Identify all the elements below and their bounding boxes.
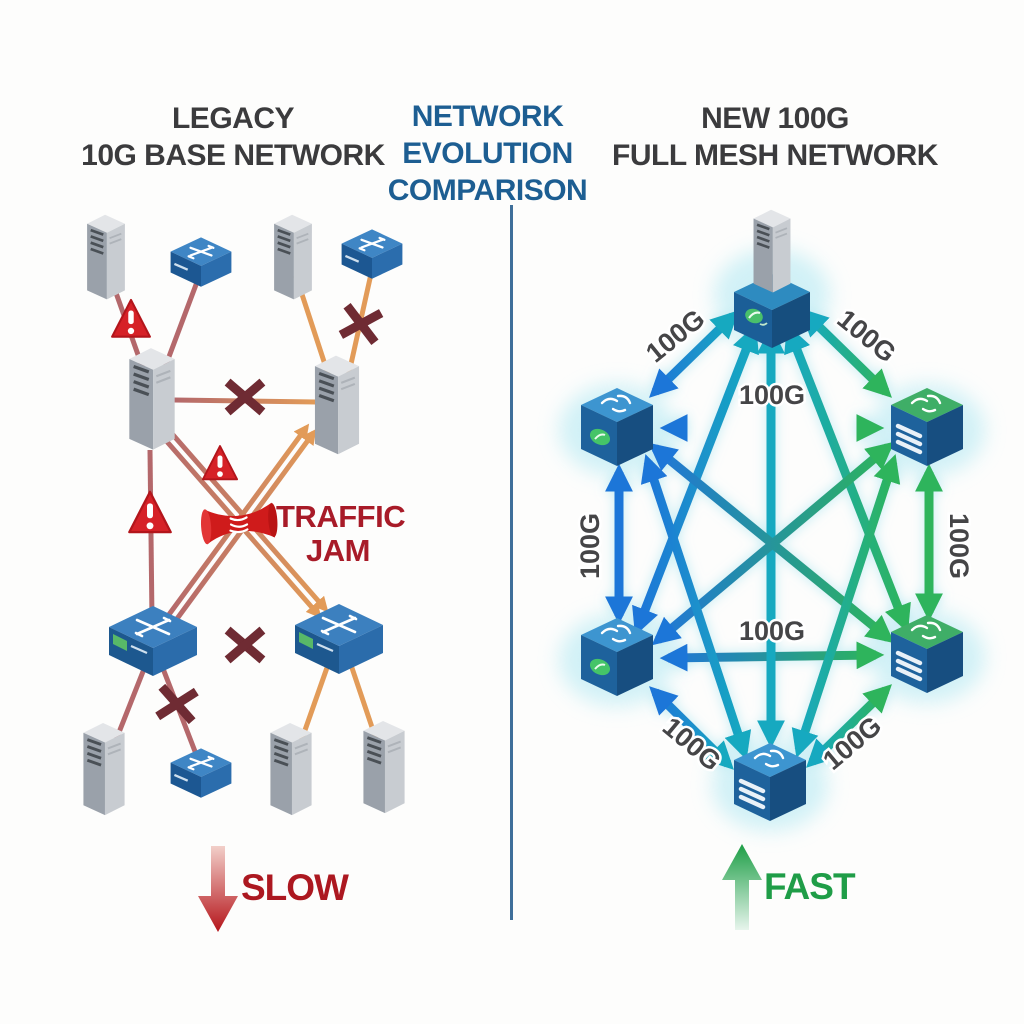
link-speed-label: 100G <box>575 513 605 579</box>
server-node <box>313 354 361 456</box>
server-node <box>272 213 314 301</box>
legacy-title-line1: LEGACY <box>171 102 295 135</box>
warning-icon <box>111 298 151 338</box>
comparison-title: NETWORK EVOLUTION COMPARISON <box>340 98 635 209</box>
switch-node <box>169 747 233 799</box>
slow-down-arrow <box>198 846 238 932</box>
server-node <box>752 208 792 294</box>
mesh-title-line2: FULL MESH NETWORK <box>612 139 938 172</box>
server-node <box>361 719 407 815</box>
fast-up-arrow <box>722 844 762 930</box>
panel-divider <box>510 205 513 920</box>
legacy-title-line2: 10G BASE NETWORK <box>81 139 385 172</box>
server-node <box>85 213 127 301</box>
link-speed-label: 100G <box>739 380 805 410</box>
link-speed-label: 100G <box>832 304 902 369</box>
failure-x-icon <box>161 690 192 718</box>
network-link <box>791 454 901 758</box>
cubeswitch-node <box>107 604 199 678</box>
server-node <box>268 721 314 817</box>
link-speed-label: 100G <box>739 616 805 646</box>
slow-status-label: SLOW <box>241 867 349 908</box>
comparison-title-line2: COMPARISON <box>387 174 588 207</box>
mesh-network-title: NEW 100G FULL MESH NETWORK <box>600 100 950 174</box>
warning-icon <box>128 490 172 534</box>
traffic-jam-label: TRAFFIC JAM <box>276 499 406 568</box>
switch-node <box>340 228 404 280</box>
server-node <box>127 346 177 452</box>
link-speed-label: 100G <box>657 711 727 776</box>
mesh-title-line1: NEW 100G <box>701 102 849 135</box>
failure-x-icon <box>231 385 259 409</box>
warning-icon <box>201 445 239 481</box>
traffic-jam-line1: TRAFFIC <box>276 499 406 534</box>
legacy-network-title: LEGACY 10G BASE NETWORK <box>53 100 413 174</box>
link-speed-label: 100G <box>944 513 974 579</box>
cubeswitch-node <box>293 602 385 676</box>
fast-status-label: FAST <box>764 866 856 907</box>
switch-node <box>169 236 233 288</box>
network-link <box>640 454 752 760</box>
server-node <box>81 721 127 817</box>
network-link <box>147 449 155 621</box>
comparison-title-line1: NETWORK EVOLUTION <box>402 100 573 170</box>
link-speed-label: 100G <box>640 304 710 369</box>
traffic-jam-line2: JAM <box>306 533 370 568</box>
mesh-links-layer <box>605 308 943 770</box>
